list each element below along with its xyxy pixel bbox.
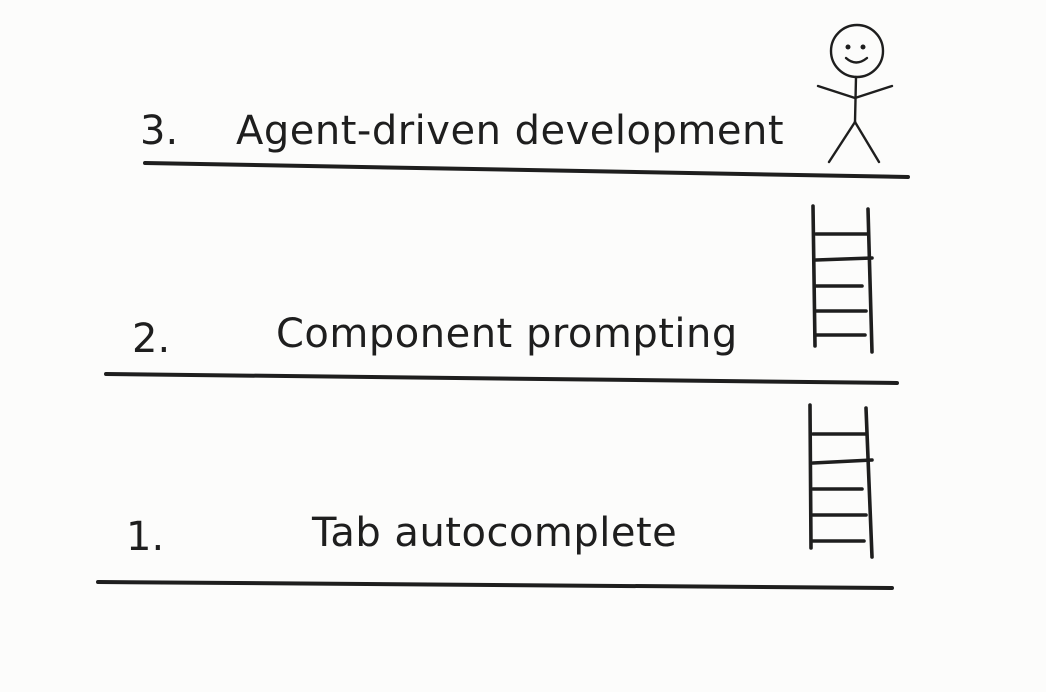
stick-figure-icon	[816, 23, 894, 164]
level-2: 2. Component prompting	[104, 311, 899, 385]
level-1-number: 1.	[126, 514, 164, 560]
level-1-floor	[96, 580, 894, 590]
level-3-number: 3.	[140, 108, 178, 154]
ladder-icon	[811, 204, 874, 354]
level-2-label: Component prompting	[276, 311, 738, 357]
level-3: 3. Agent-driven development	[140, 108, 910, 179]
level-1-label: Tab autocomplete	[311, 510, 677, 556]
level-1: 1. Tab autocomplete	[96, 510, 894, 590]
level-2-floor	[104, 372, 899, 385]
ladder-icon	[808, 403, 874, 559]
level-3-label: Agent-driven development	[236, 108, 784, 154]
level-2-number: 2.	[132, 316, 170, 362]
level-3-floor	[143, 161, 910, 179]
